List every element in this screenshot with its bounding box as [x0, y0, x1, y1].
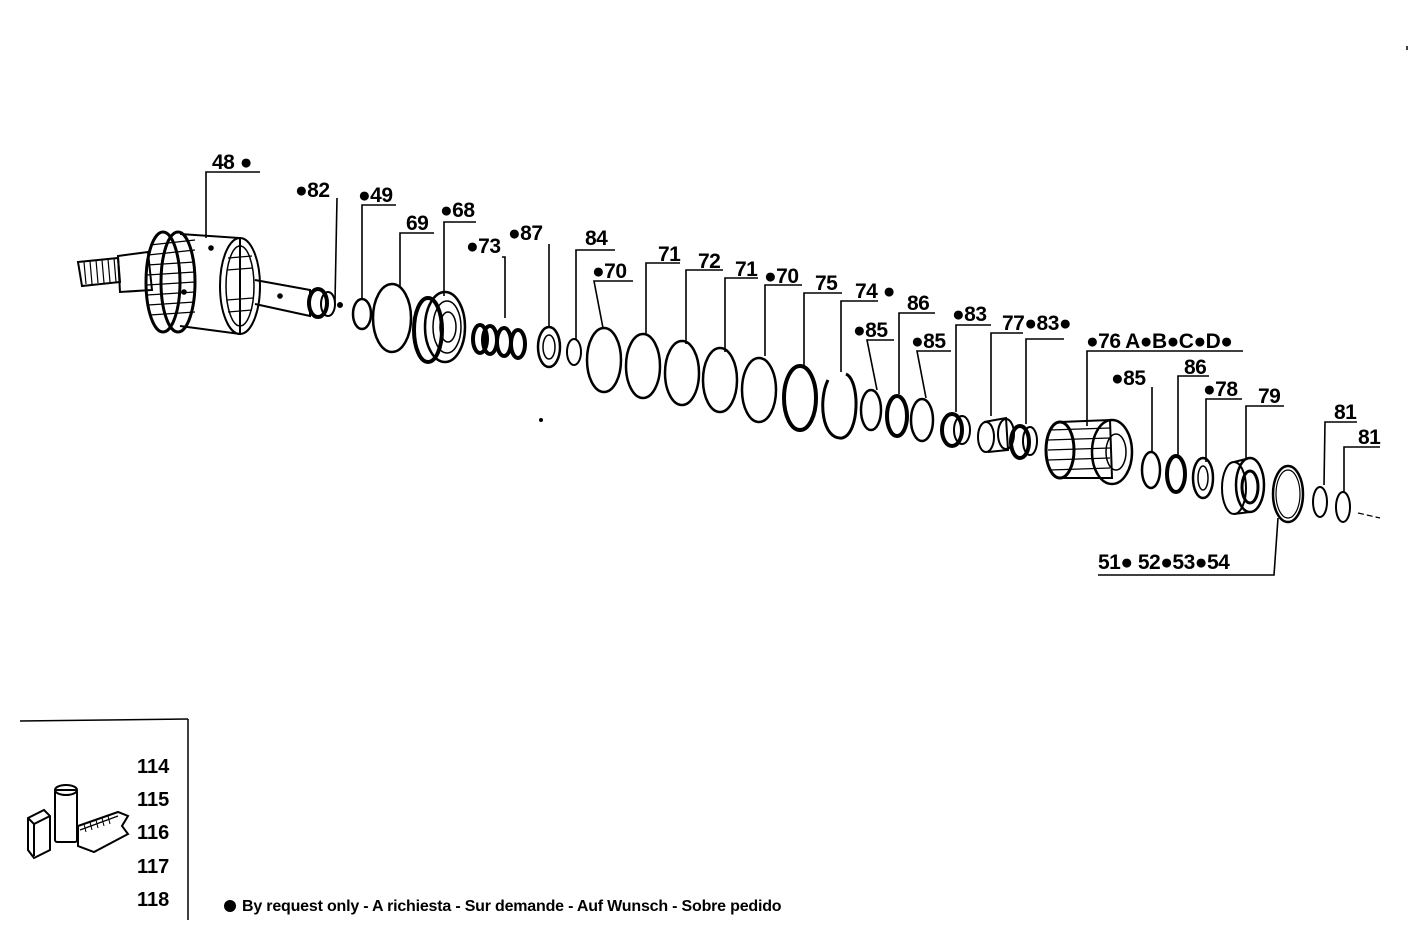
callout-p81b: 81: [1358, 426, 1381, 449]
part-51-54-shim: [1271, 464, 1305, 524]
part-84-ring: [566, 338, 582, 366]
callout-p69: 69: [406, 212, 429, 235]
part-69-ring: [371, 282, 413, 354]
callout-p82: ●82: [295, 179, 330, 202]
part-87-washer: [536, 325, 562, 369]
part-83-bearing-b: [1009, 424, 1038, 460]
callout-p51: 51● 52●53●54: [1098, 551, 1230, 574]
legend-item-117: 117: [137, 856, 170, 878]
tool-kit-icon: [27, 784, 130, 860]
callout-p86b: 86: [1184, 356, 1207, 379]
bullet-dot-icon: [224, 900, 236, 912]
legend-item-118: 118: [137, 889, 170, 911]
callout-p73: ●73: [466, 235, 501, 258]
part-70-disc-a: [585, 326, 623, 394]
part-49-ring: [351, 297, 373, 331]
callout-p86a: 86: [907, 292, 930, 315]
callout-p48: 48 ●: [212, 151, 252, 174]
part-83-bearing-a: [940, 412, 971, 448]
part-81-ring-a: [1312, 486, 1328, 518]
callout-p71b: 71: [735, 258, 758, 281]
legend-item-116: 116: [137, 822, 170, 844]
part-48-drum-shaft: [76, 230, 343, 336]
part-77-spacer: [977, 416, 1015, 453]
part-79-bearing: [1221, 456, 1266, 515]
callout-p49: ●49: [358, 184, 393, 207]
callout-p76: ●76 A●B●C●D●: [1086, 330, 1233, 353]
callout-p83a: ●83: [952, 303, 987, 326]
part-72-disc: [663, 339, 701, 407]
part-85-washer-b: [909, 397, 935, 443]
part-75-snap-ring: [782, 364, 818, 432]
callout-p84: 84: [585, 227, 608, 250]
callout-p81a: 81: [1334, 401, 1357, 424]
legend-item-115: 115: [137, 789, 170, 811]
legend-item-114: 114: [137, 756, 170, 778]
part-76-gear: [1044, 418, 1134, 486]
callout-p70a: ●70: [592, 260, 627, 283]
part-73-springs: [471, 323, 527, 360]
part-85-washer-a: [859, 388, 883, 432]
callout-p79: 79: [1258, 385, 1281, 408]
part-85-washer-c: [1140, 450, 1162, 490]
part-70-disc-b: [740, 356, 778, 424]
callout-p75: 75: [815, 272, 838, 295]
part-81-ring-b: [1335, 491, 1351, 523]
callout-p72: 72: [698, 250, 721, 273]
callout-p78: ●78: [1203, 378, 1238, 401]
callout-p68: ●68: [440, 199, 475, 222]
callout-p70b: ●70: [764, 265, 799, 288]
callout-p85c: ●85: [1111, 367, 1146, 390]
callout-p71a: 71: [658, 243, 681, 266]
part-74-circlip: [821, 372, 858, 440]
legend-box-frame: [19, 718, 189, 920]
leader-lines: [205, 171, 1380, 576]
footnote-text: By request only - A richiesta - Sur dema…: [242, 898, 782, 915]
part-71-disc-a: [624, 332, 662, 400]
footnote: By request only - A richiesta - Sur dema…: [224, 898, 782, 916]
part-78-washer: [1191, 456, 1215, 500]
part-86-ring-a: [885, 394, 909, 438]
callout-p77: 77●83●: [1002, 312, 1072, 335]
callout-p85b: ●85: [911, 330, 946, 353]
part-86-ring-b: [1165, 454, 1187, 494]
part-71-disc-b: [701, 346, 739, 414]
callout-p87: ●87: [508, 222, 543, 245]
part-68-piston: [412, 290, 467, 364]
callout-p85a: ●85: [853, 319, 888, 342]
callout-p74: 74 ●: [855, 280, 895, 303]
